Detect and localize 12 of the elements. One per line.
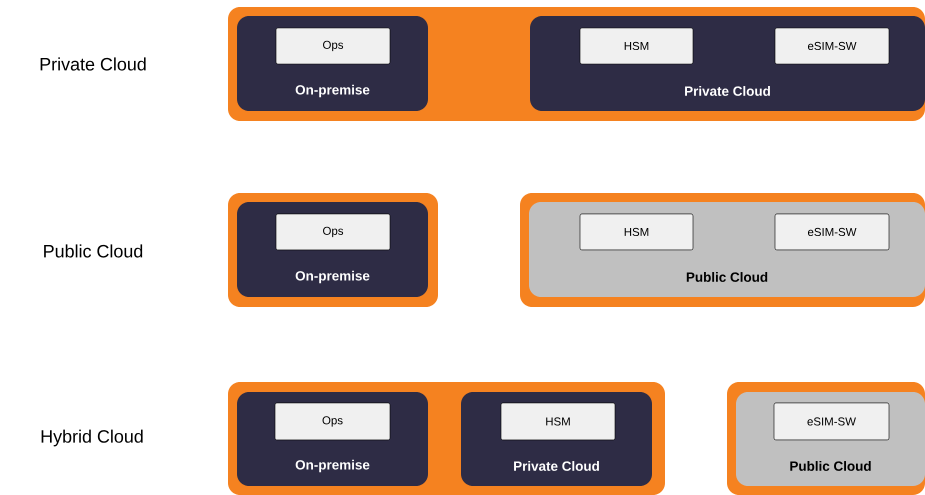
component-box: eSIM-SW [774, 402, 890, 440]
row-label: Public Cloud [44, 244, 142, 258]
row-label: Private Cloud [40, 57, 146, 71]
component-box: Ops [276, 214, 390, 250]
component-box: eSIM-SW [774, 28, 890, 64]
component-box: HSM [500, 402, 616, 440]
component-box: HSM [580, 28, 694, 64]
component-box: HSM [580, 214, 694, 250]
row-label: Hybrid Cloud [42, 430, 143, 446]
component-box: Ops [276, 28, 390, 64]
component-box: Ops [274, 402, 390, 440]
component-box: eSIM-SW [774, 214, 890, 250]
